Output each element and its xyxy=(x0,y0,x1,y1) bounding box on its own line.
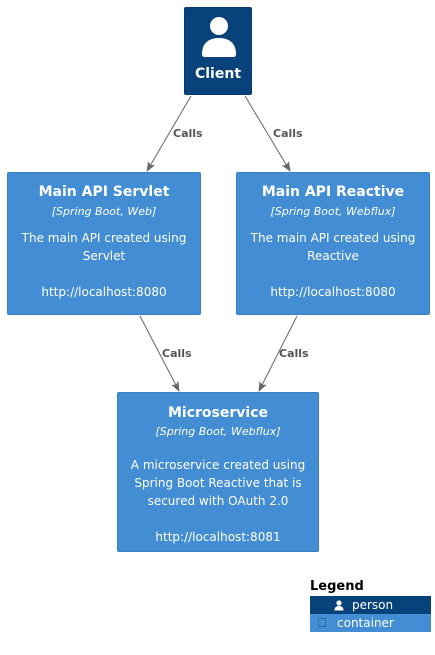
main-api-servlet-technology: [Spring Boot, Web] xyxy=(51,205,157,218)
client-person-node[interactable]: Client xyxy=(184,7,252,95)
relation-label-client-main-reactive: Calls xyxy=(273,127,303,140)
main-api-reactive-description-line: The main API created using xyxy=(250,231,416,245)
microservice-container[interactable]: Microservice [Spring Boot, Webflux] A mi… xyxy=(117,392,319,552)
relation-label-client-main-servlet: Calls xyxy=(173,127,203,140)
microservice-description-line: Spring Boot Reactive that is xyxy=(134,476,302,490)
legend-item-container: container xyxy=(310,614,431,632)
legend: Legend person container xyxy=(310,579,431,632)
relation-label-main-reactive-microservice: Calls xyxy=(279,347,309,360)
microservice-url: http://localhost:8081 xyxy=(155,530,281,544)
microservice-technology: [Spring Boot, Webflux] xyxy=(155,425,281,438)
container-swatch-icon xyxy=(318,618,326,627)
microservice-title: Microservice xyxy=(167,405,268,421)
main-api-reactive-description-line: Reactive xyxy=(307,249,359,263)
microservice-description-line: secured with OAuth 2.0 xyxy=(147,494,289,508)
main-api-reactive-url: http://localhost:8080 xyxy=(270,285,396,299)
main-api-servlet-url: http://localhost:8080 xyxy=(41,285,167,299)
legend-title: Legend xyxy=(310,579,364,594)
relation-label-main-servlet-microservice: Calls xyxy=(162,347,192,360)
arrow-main-servlet-to-microservice xyxy=(139,315,180,392)
arrow-client-to-main-reactive xyxy=(244,95,291,172)
main-api-reactive-technology: [Spring Boot, Webflux] xyxy=(270,205,396,218)
person-icon xyxy=(202,17,236,57)
main-api-servlet-container[interactable]: Main API Servlet [Spring Boot, Web] The … xyxy=(7,172,201,315)
microservice-description-line: A microservice created using xyxy=(130,458,306,472)
microservice-description: A microservice created using Spring Boot… xyxy=(118,456,318,510)
main-api-servlet-description: The main API created using Servlet xyxy=(8,229,200,265)
legend-label-person: person xyxy=(352,598,394,612)
main-api-reactive-description: The main API created using Reactive xyxy=(237,229,429,265)
main-api-reactive-container[interactable]: Main API Reactive [Spring Boot, Webflux]… xyxy=(236,172,430,315)
person-icon xyxy=(334,600,344,611)
main-api-reactive-title: Main API Reactive xyxy=(261,184,405,200)
arrow-main-reactive-to-microservice xyxy=(258,315,298,392)
legend-item-person: person xyxy=(310,596,431,614)
arrow-client-to-main-servlet xyxy=(146,95,192,172)
main-api-servlet-title: Main API Servlet xyxy=(38,184,170,200)
main-api-servlet-description-line: Servlet xyxy=(82,249,126,263)
main-api-servlet-description-line: The main API created using xyxy=(21,231,187,245)
client-title: Client xyxy=(194,66,242,82)
legend-label-container: container xyxy=(337,616,394,630)
